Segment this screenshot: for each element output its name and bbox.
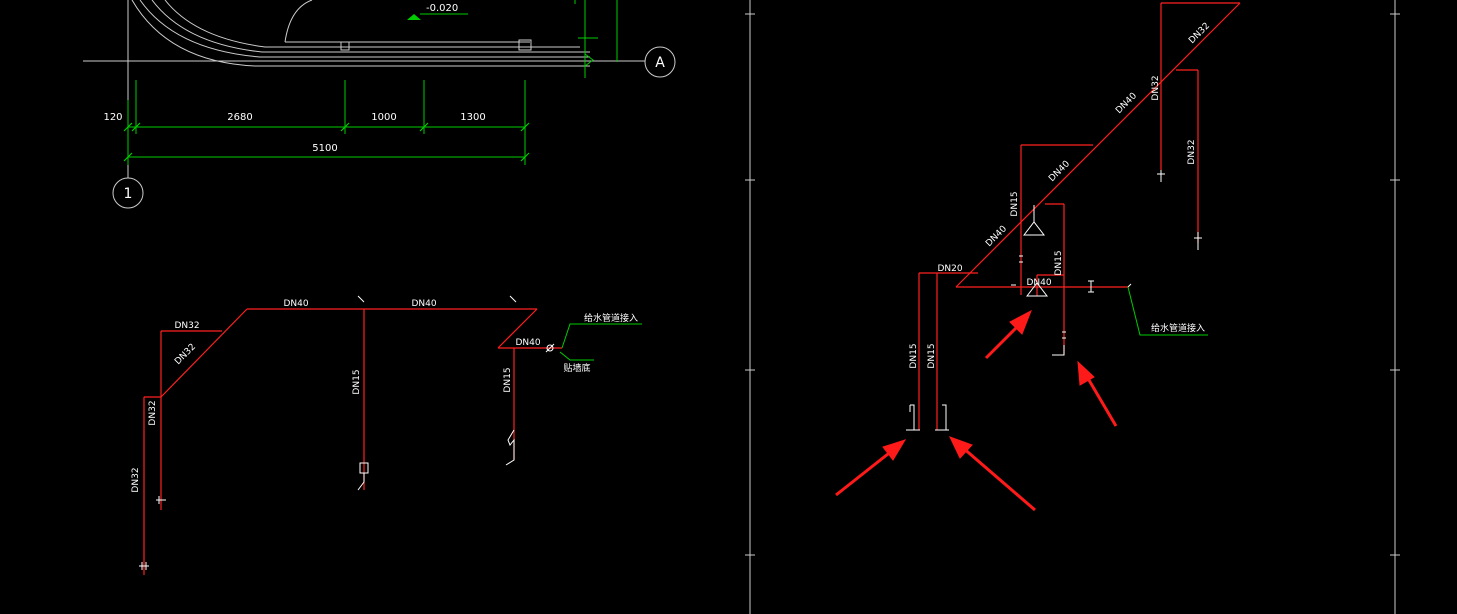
right-fixtures [906, 170, 1202, 431]
rlbl-dn15-c: DN15 [909, 343, 919, 368]
rlbl-dn40-c: DN40 [984, 224, 1009, 249]
curved-wall-edge [131, 0, 590, 67]
rlbl-dn40-b: DN40 [1047, 159, 1072, 184]
rlbl-inlet: 给水管道接入 [1151, 322, 1205, 334]
right-pipe-lines [918, 2, 1241, 430]
left-fixtures [139, 295, 555, 570]
axis-a-label: A [655, 55, 665, 71]
lbl-dn40-c: DN40 [515, 338, 540, 348]
left-pipe-lines [143, 308, 562, 575]
lbl-dn32-low: DN32 [131, 467, 141, 492]
shower-head-icon [1022, 221, 1046, 236]
lbl-dn15-b: DN15 [503, 367, 513, 392]
tap-icon-r2 [940, 404, 947, 431]
rlbl-dn40-d: DN40 [1026, 278, 1051, 288]
lbl-dn40-b: DN40 [411, 299, 436, 309]
fixture-arc [284, 0, 313, 43]
elevation-label: -0.020 [426, 3, 458, 14]
floor-drain-icon [340, 41, 350, 51]
arrow-icon-1 [984, 309, 1032, 360]
tap-icon [546, 344, 554, 352]
rlbl-dn20: DN20 [937, 264, 962, 274]
rlbl-dn15-d: DN15 [927, 343, 937, 368]
tap-icon-r1 [908, 404, 915, 431]
axis-bubble-a[interactable] [644, 46, 676, 78]
rlbl-dn32-v1: DN32 [1151, 75, 1161, 100]
lbl-dn32-top: DN32 [174, 321, 199, 331]
dim-1300: 1300 [460, 112, 485, 123]
curved-wall-mid [151, 0, 590, 53]
arrow-icon-3 [835, 439, 907, 497]
plan-view: -0.020 A 1 120 2680 1000 1 [83, 0, 676, 209]
rlbl-dn40-a: DN40 [1114, 91, 1139, 116]
right-leader [1127, 286, 1208, 336]
floor-drain-icon-2 [518, 39, 532, 51]
arrow-icon-4 [949, 436, 1036, 512]
dim-5100: 5100 [312, 143, 337, 154]
rlbl-dn32-diag: DN32 [1187, 21, 1212, 46]
shower-head-icon-2 [1025, 282, 1049, 297]
left-isometric-system: DN32 DN32 DN32 DN32 DN40 DN40 DN40 DN15 … [131, 295, 642, 575]
dim-1000: 1000 [371, 112, 396, 123]
lbl-inlet-left: 给水管道接入 [584, 312, 638, 324]
rlbl-dn15-b: DN15 [1054, 250, 1064, 275]
dim-ticks [123, 122, 530, 162]
dim-2680: 2680 [227, 112, 252, 123]
lbl-dn15-a: DN15 [352, 369, 362, 394]
frame-borders [745, 0, 1400, 614]
arrow-icon-2 [1077, 360, 1118, 427]
rlbl-dn32-v2: DN32 [1187, 139, 1197, 164]
right-isometric-system: DN32 DN32 DN32 DN40 DN40 DN40 DN40 DN15 … [906, 2, 1241, 431]
lbl-dn32-vert: DN32 [148, 400, 158, 425]
lbl-dn40-a: DN40 [283, 299, 308, 309]
left-leaders [559, 323, 642, 361]
rlbl-dn15-a: DN15 [1010, 191, 1020, 216]
axis-1-label: 1 [124, 186, 133, 202]
axis-bubble-1[interactable] [112, 177, 144, 209]
arrow-tick-icon [584, 53, 594, 67]
annotation-arrows [835, 309, 1118, 512]
curved-wall-inner [164, 0, 580, 48]
elevation-triangle-icon [407, 14, 421, 20]
lbl-floor: 贴墙底 [563, 362, 590, 374]
curved-wall-outer [139, 0, 590, 58]
dim-120: 120 [103, 112, 122, 123]
valve-icon-r [1088, 280, 1094, 293]
